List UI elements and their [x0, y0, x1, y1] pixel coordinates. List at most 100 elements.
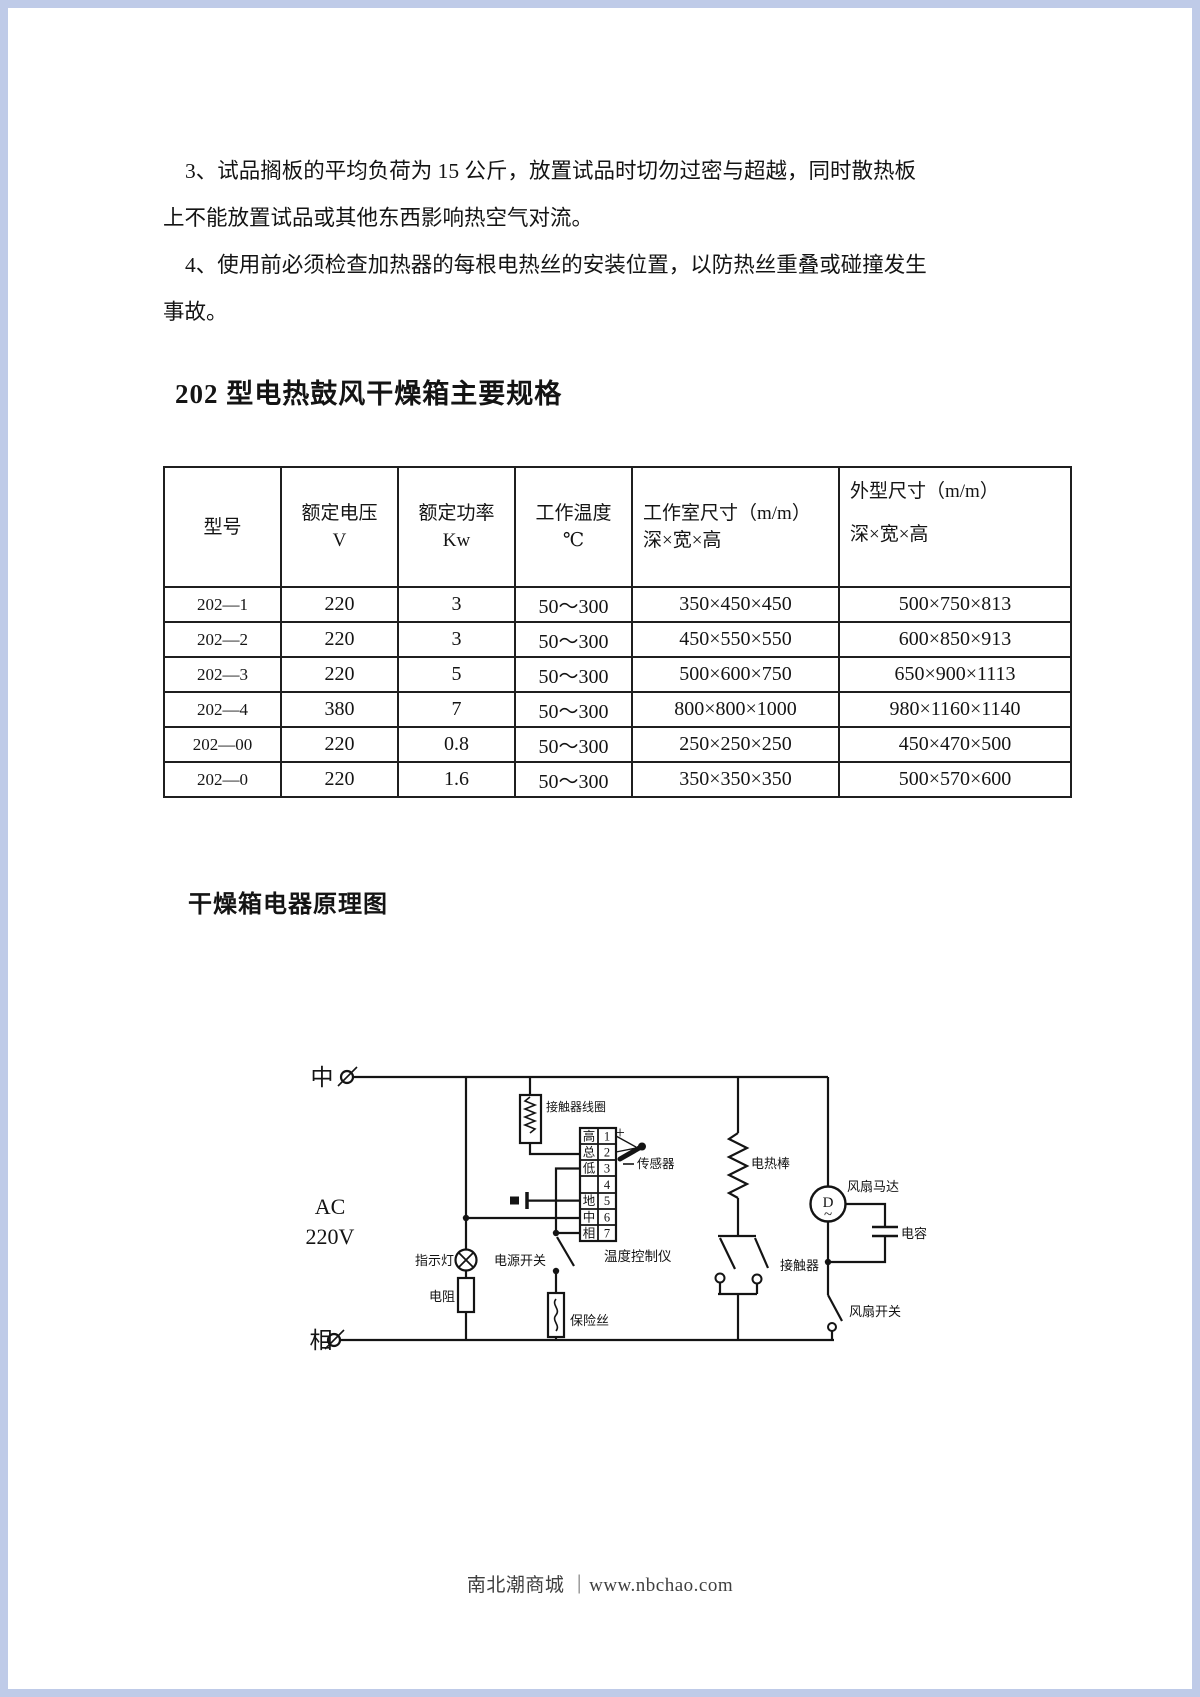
cell-model: 202—00 — [163, 726, 282, 763]
cell-power: 5 — [397, 656, 516, 693]
contactor-icon — [714, 1234, 770, 1296]
indicator-lamp-label: 指示灯 — [415, 1253, 454, 1268]
phase-terminal-label: 相 — [310, 1328, 333, 1353]
header-label: 工作温度 — [535, 503, 612, 524]
sensor-probe — [615, 1135, 646, 1165]
cell-temp: 50～300 — [514, 761, 633, 798]
terminal-row-label: 高 — [583, 1129, 596, 1144]
header-cell: 工作室尺寸（m/m） 深×宽×高 — [631, 466, 840, 588]
cell-temp: 50～300 — [514, 726, 633, 763]
terminal-row-label: 总 — [583, 1146, 596, 1160]
motor-letter: D — [823, 1195, 834, 1211]
heater-icon — [726, 1132, 750, 1199]
terminal-row-label: 相 — [583, 1226, 596, 1240]
cell-chamber-size: 500×600×750 — [631, 656, 840, 693]
paragraph-line: 事故。 — [163, 300, 228, 324]
cell-temp: 50～300 — [514, 656, 633, 693]
motor-tilde: ~ — [824, 1207, 832, 1223]
contactor-coil-branch — [518, 1077, 580, 1156]
cell-outer-size: 600×850×913 — [838, 621, 1072, 658]
terminal-row-label: 低 — [583, 1162, 596, 1176]
terminal-row-number: 3 — [604, 1162, 610, 1176]
cell-model: 202—2 — [163, 621, 282, 658]
cell-voltage: 220 — [280, 656, 399, 693]
cell-temp: 50～300 — [514, 621, 633, 658]
sensor-plus-label: + — [615, 1123, 625, 1142]
cell-model: 202—1 — [163, 586, 282, 623]
cell-temp: 50～300 — [514, 586, 633, 623]
cell-chamber-size: 450×550×550 — [631, 621, 840, 658]
body-paragraphs: 3、试品搁板的平均负荷为 15 公斤，放置试品时切勿过密与超越，同时散热板 上不… — [163, 148, 1063, 336]
contactor-label: 接触器 — [780, 1258, 819, 1273]
terminal-row-number: 4 — [604, 1178, 611, 1192]
power-switch-branch — [546, 1167, 580, 1340]
header-cell: 型号 — [163, 466, 282, 588]
table-row: 202—00 220 0.8 50～300 250×250×250 450×47… — [163, 726, 1072, 763]
cell-voltage: 220 — [280, 586, 399, 623]
terminal-row-number: 7 — [604, 1226, 610, 1240]
controller-label: 温度控制仪 — [604, 1249, 672, 1264]
header-label: 额定电压 — [301, 503, 378, 524]
header-unit: Kw — [442, 530, 471, 551]
terminal-row-label: 中 — [583, 1209, 596, 1224]
heater-label: 电热棒 — [751, 1156, 790, 1171]
capacitor-icon — [828, 1202, 898, 1264]
table-row: 202—3 220 5 50～300 500×600×750 650×900×1… — [163, 656, 1072, 693]
circuit-diagram: 中 相 AC 220V 接触器线圈 + 传感器 温度控制仪 电源开关 保险丝 指… — [288, 1048, 948, 1363]
cell-outer-size: 450×470×500 — [838, 726, 1072, 763]
header-label: 型号 — [203, 516, 242, 538]
cell-chamber-size: 250×250×250 — [631, 726, 840, 763]
terminal-row-number: 6 — [604, 1210, 610, 1224]
neutral-terminal-label: 中 — [311, 1065, 334, 1090]
cell-outer-size: 650×900×1113 — [838, 656, 1072, 693]
circuit-svg: 中 相 AC 220V 接触器线圈 + 传感器 温度控制仪 电源开关 保险丝 指… — [306, 1065, 927, 1353]
power-switch-label: 电源开关 — [494, 1253, 546, 1268]
header-label: 工作室尺寸（m/m） — [643, 503, 811, 524]
voltage-label: 220V — [306, 1224, 355, 1249]
paragraph-line: 3、试品搁板的平均负荷为 15 公斤，放置试品时切勿过密与超越，同时散热板 — [185, 159, 917, 183]
cell-power: 3 — [397, 586, 516, 623]
spec-section-title: 202 型电热鼓风干燥箱主要规格 — [175, 379, 563, 409]
heater-branch — [714, 1077, 770, 1340]
cell-temp: 50～300 — [514, 691, 633, 728]
resistor-label: 电阻 — [429, 1289, 455, 1304]
fan-motor-label: 风扇马达 — [847, 1179, 899, 1194]
table-row: 202—1 220 3 50～300 350×450×450 500×750×8… — [163, 586, 1072, 623]
ground-plug-icon — [510, 1192, 580, 1209]
resistor-icon — [456, 1276, 476, 1314]
header-cell: 额定电压 V — [280, 466, 399, 588]
cell-model: 202—4 — [163, 691, 282, 728]
header-unit: V — [332, 530, 347, 551]
cell-outer-size: 500×570×600 — [838, 761, 1072, 798]
fuse-label: 保险丝 — [570, 1313, 609, 1328]
cell-chamber-size: 350×350×350 — [631, 761, 840, 798]
power-switch-icon — [556, 1236, 575, 1267]
header-unit: 深×宽×高 — [643, 530, 722, 551]
capacitor-label: 电容 — [901, 1226, 927, 1241]
table-row: 202—0 220 1.6 50～300 350×350×350 500×570… — [163, 761, 1072, 798]
cell-outer-size: 980×1160×1140 — [838, 691, 1072, 728]
cell-chamber-size: 800×800×1000 — [631, 691, 840, 728]
header-unit: ℃ — [562, 530, 585, 551]
page-footer: 南北潮商城 ｜www.nbchao.com — [466, 1575, 734, 1596]
paragraph-line: 4、使用前必须检查加热器的每根电热丝的安装位置，以防热丝重叠或碰撞发生 — [185, 253, 927, 277]
header-label: 外型尺寸（m/m） — [850, 481, 999, 502]
temperature-controller — [578, 1126, 618, 1243]
fan-motor-branch — [809, 1077, 898, 1340]
schematic-section-title: 干燥箱电器原理图 — [188, 892, 388, 918]
fan-switch-icon — [827, 1294, 843, 1340]
cell-chamber-size: 350×450×450 — [631, 586, 840, 623]
ac-label: AC — [315, 1194, 346, 1219]
cell-voltage: 220 — [280, 761, 399, 798]
cell-outer-size: 500×750×813 — [838, 586, 1072, 623]
terminal-row-number: 2 — [604, 1146, 610, 1160]
fan-switch-label: 风扇开关 — [849, 1304, 901, 1319]
indicator-lamp-branch — [454, 1077, 580, 1340]
cell-model: 202—0 — [163, 761, 282, 798]
neutral-bus — [337, 1066, 828, 1087]
cell-power: 7 — [397, 691, 516, 728]
